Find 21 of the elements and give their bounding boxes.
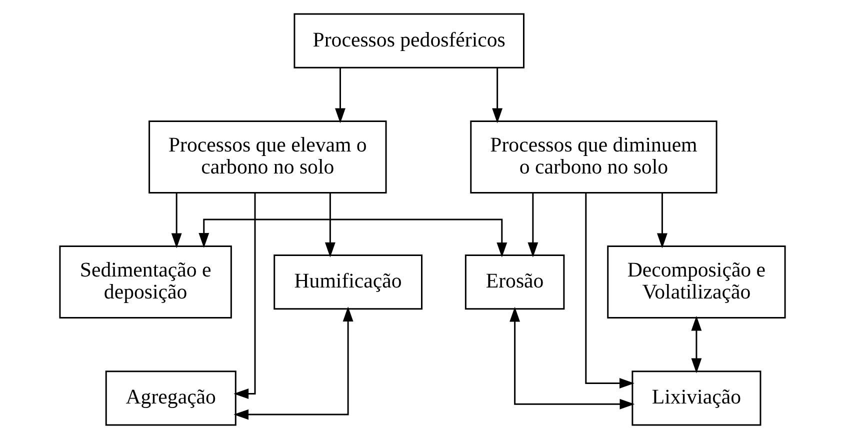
node-box: Processos pedosféricos	[294, 13, 524, 68]
node-box: Erosão	[464, 254, 565, 310]
arrow	[198, 218, 508, 258]
node-box: Humificação	[274, 254, 422, 310]
arrow	[324, 193, 336, 258]
node-box: Lixiviação	[632, 370, 762, 426]
node-box: Sedimentação e deposição	[59, 246, 232, 318]
arrow	[492, 68, 503, 124]
arrow	[528, 193, 538, 258]
node-box: Processos que elevam o carbono no solo	[148, 120, 387, 194]
arrow	[656, 193, 668, 248]
arrow	[171, 193, 182, 248]
arrow	[234, 306, 354, 420]
arrow	[335, 68, 346, 124]
node-box: Processos que diminuem o carbono no solo	[470, 120, 718, 194]
node-box: Agregação	[105, 370, 236, 426]
arrow	[234, 192, 256, 399]
arrow	[691, 316, 702, 374]
node-box: Decomposição e Volatilização	[607, 246, 786, 318]
arrow	[510, 306, 635, 410]
arrow	[585, 192, 634, 388]
